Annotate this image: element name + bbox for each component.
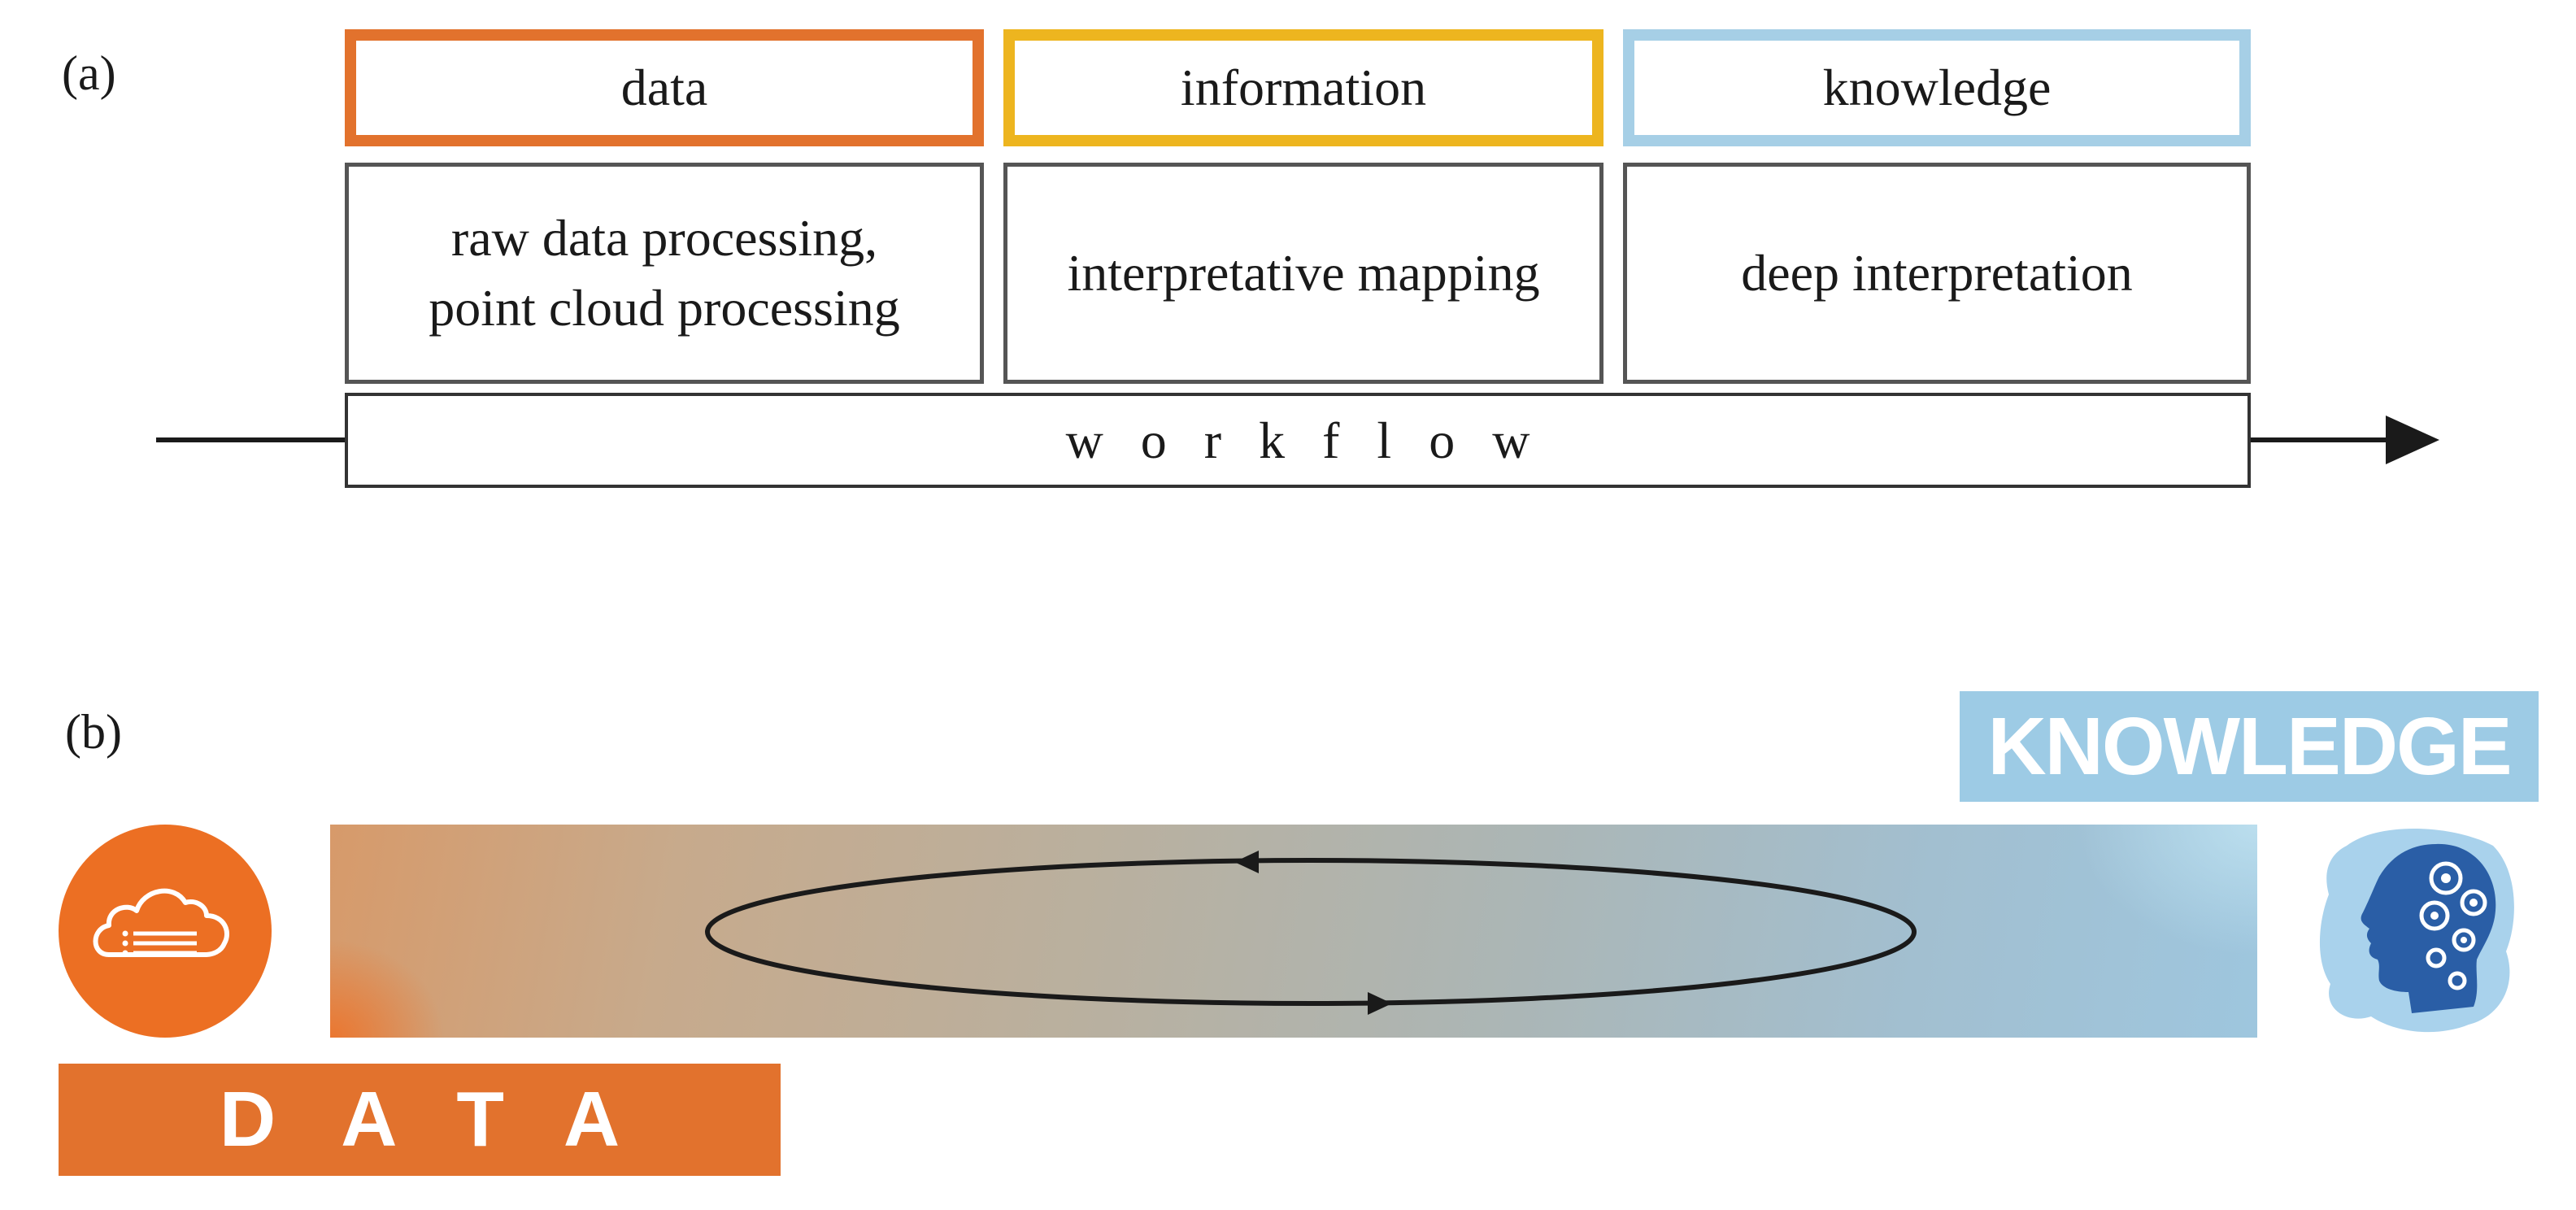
header-information: information <box>1003 29 1603 146</box>
desc-data: raw data processing, point cloud process… <box>345 163 984 384</box>
desc-knowledge: deep interpretation <box>1623 163 2251 384</box>
knowledge-banner: KNOWLEDGE <box>1960 691 2539 802</box>
arrow-head-icon <box>2386 416 2439 464</box>
header-knowledge: knowledge <box>1623 29 2251 146</box>
head-gears-icon <box>2319 828 2514 1033</box>
workflow-bar: workflow <box>345 393 2251 488</box>
cloud-storage-icon <box>93 888 230 957</box>
panel-b-label: (b) <box>65 705 122 759</box>
desc-information: interpretative mapping <box>1003 163 1603 384</box>
data-banner: DATA <box>59 1064 781 1176</box>
workflow-arrow <box>156 416 2439 464</box>
data-circle <box>59 825 272 1038</box>
data-to-knowledge-gradient <box>330 825 2257 1038</box>
panel-a-label: (a) <box>62 46 116 100</box>
header-data: data <box>345 29 984 146</box>
